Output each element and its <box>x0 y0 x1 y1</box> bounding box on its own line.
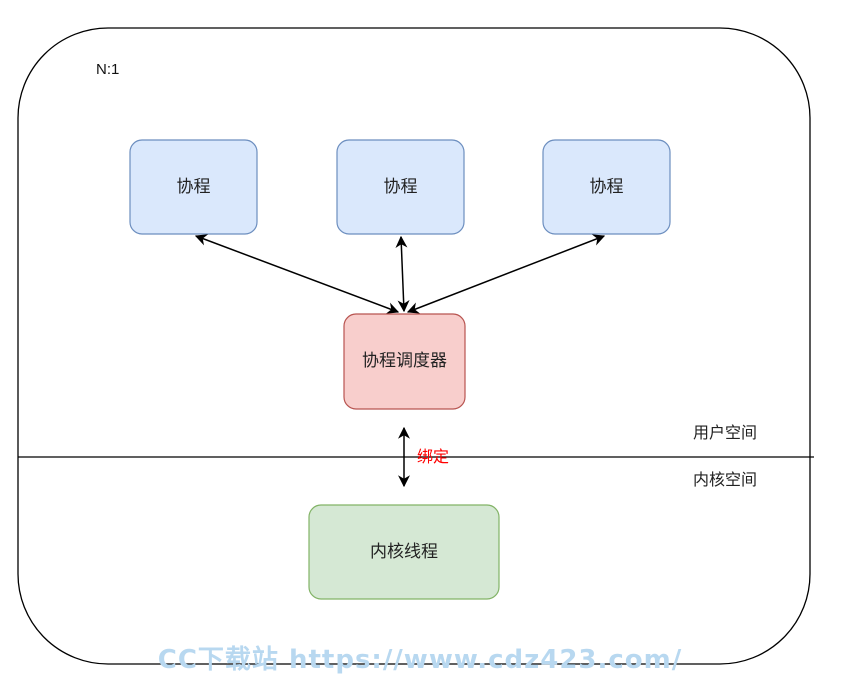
model-title: N:1 <box>96 61 119 78</box>
watermark-text: CC下载站 https://www.cdz423.com/ <box>158 645 683 675</box>
coroutine-node-2: 协程 <box>336 139 465 235</box>
scheduler-label: 协程调度器 <box>362 351 447 371</box>
scheduler-node: 协程调度器 <box>343 313 466 410</box>
coroutine-node-1: 协程 <box>129 139 258 235</box>
coroutine-label-2: 协程 <box>384 177 418 197</box>
arrow-coroutine-3-scheduler <box>406 234 606 314</box>
arrow-coroutine-2-scheduler <box>395 235 410 313</box>
scheduler-box <box>343 313 466 410</box>
bind-label: 绑定 <box>417 447 449 466</box>
kernel-space-label: 内核空间 <box>693 470 757 489</box>
coroutine-box-3 <box>542 139 671 235</box>
coroutine-label-3: 协程 <box>590 177 624 197</box>
kernel-thread-label: 内核线程 <box>370 542 438 562</box>
kernel-thread-box <box>308 504 500 600</box>
kernel-thread-node: 内核线程 <box>308 504 500 600</box>
arrow-coroutine-1-scheduler <box>194 234 400 314</box>
coroutine-label-1: 协程 <box>177 177 211 197</box>
coroutine-node-3: 协程 <box>542 139 671 235</box>
coroutine-box-2 <box>336 139 465 235</box>
user-space-label: 用户空间 <box>693 423 757 442</box>
coroutine-box-1 <box>129 139 258 235</box>
